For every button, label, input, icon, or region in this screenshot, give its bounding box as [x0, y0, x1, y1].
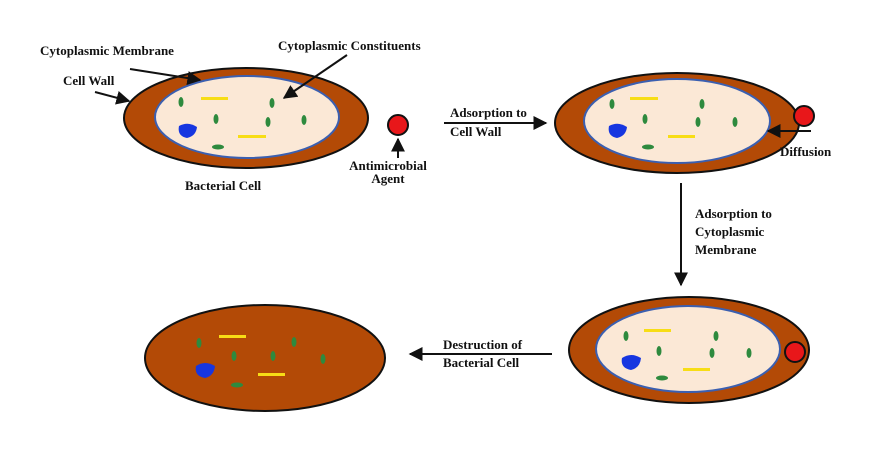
- ribosome-icon: [713, 331, 719, 341]
- cytoplasmic-constituents-label: Cytoplasmic Constituents: [278, 38, 421, 53]
- ribosome-icon: [609, 99, 615, 109]
- destruction-label-line2: Bacterial Cell: [443, 355, 520, 370]
- constituents-pointer-arrow-icon: [282, 54, 348, 99]
- ribosome-icon: [196, 338, 202, 348]
- ribosome-icon: [642, 114, 648, 124]
- adsorption-cell-wall-label-line1: Adsorption to: [450, 105, 527, 120]
- bacterial-cell-intact: [123, 67, 369, 169]
- ribosome-icon: [178, 97, 184, 107]
- cell-wall-pointer-arrow-icon: [94, 91, 131, 105]
- nucleoid-icon: [608, 123, 627, 138]
- yellow-rod-icon: [219, 335, 246, 338]
- ribosome-icon: [699, 99, 705, 109]
- ribosome-icon: [320, 354, 326, 364]
- nucleoid-icon: [178, 123, 197, 138]
- ribosome-icon: [213, 114, 219, 124]
- nucleoid-icon: [195, 363, 215, 378]
- yellow-rod-icon: [238, 135, 266, 138]
- ribosome-icon: [269, 98, 275, 108]
- bacterial-cell-destroyed: [144, 304, 386, 412]
- ribosome-icon: [265, 117, 271, 127]
- antimicrobial-agent-icon: [793, 105, 815, 127]
- yellow-rod-icon: [644, 329, 671, 332]
- yellow-rod-icon: [668, 135, 695, 138]
- bacterial-cell-label: Bacterial Cell: [185, 178, 262, 193]
- ribosome-icon: [695, 117, 701, 127]
- ribosome-icon: [732, 117, 738, 127]
- yellow-rod-icon: [630, 97, 658, 100]
- yellow-rod-icon: [683, 368, 710, 371]
- adsorption-membrane-label-line2: Cytoplasmic: [695, 224, 765, 239]
- cytoplasmic-membrane-shape: [583, 78, 771, 164]
- ribosome-icon: [291, 337, 297, 347]
- yellow-rod-icon: [258, 373, 285, 376]
- membrane-pointer-arrow-icon: [129, 68, 202, 85]
- antimicrobial-label-line2: Agent: [371, 171, 405, 186]
- antimicrobial-label-line1: Antimicrobial: [349, 158, 427, 173]
- ribosome-icon: [231, 382, 243, 388]
- ribosome-icon: [212, 144, 224, 150]
- bacterial-cell-adsorbed-membrane: [568, 296, 810, 404]
- ribosome-icon: [301, 115, 307, 125]
- ribosome-icon: [746, 348, 752, 358]
- diffusion-label: Diffusion: [780, 144, 832, 159]
- destruction-label-line1: Destruction of: [443, 337, 523, 352]
- nucleoid-icon: [621, 355, 641, 370]
- bacterial-cell-adsorbed-wall: [554, 72, 800, 174]
- ribosome-icon: [270, 351, 276, 361]
- cell-wall-shape: [144, 304, 386, 412]
- adsorption-membrane-label-line3: Membrane: [695, 242, 757, 257]
- cytoplasmic-membrane-shape: [154, 75, 340, 159]
- adsorption-cell-wall-label-line2: Cell Wall: [450, 124, 502, 139]
- ribosome-icon: [642, 144, 654, 150]
- cytoplasmic-membrane-label: Cytoplasmic Membrane: [40, 43, 174, 58]
- ribosome-icon: [709, 348, 715, 358]
- ribosome-icon: [231, 351, 237, 361]
- adsorption-membrane-label-line1: Adsorption to: [695, 206, 772, 221]
- antimicrobial-agent-icon: [784, 341, 806, 363]
- cytoplasmic-membrane-shape: [595, 305, 781, 393]
- ribosome-icon: [656, 375, 668, 381]
- ribosome-icon: [656, 346, 662, 356]
- cell-wall-label: Cell Wall: [63, 73, 115, 88]
- yellow-rod-icon: [201, 97, 228, 100]
- ribosome-icon: [623, 331, 629, 341]
- antimicrobial-agent-icon: [387, 114, 409, 136]
